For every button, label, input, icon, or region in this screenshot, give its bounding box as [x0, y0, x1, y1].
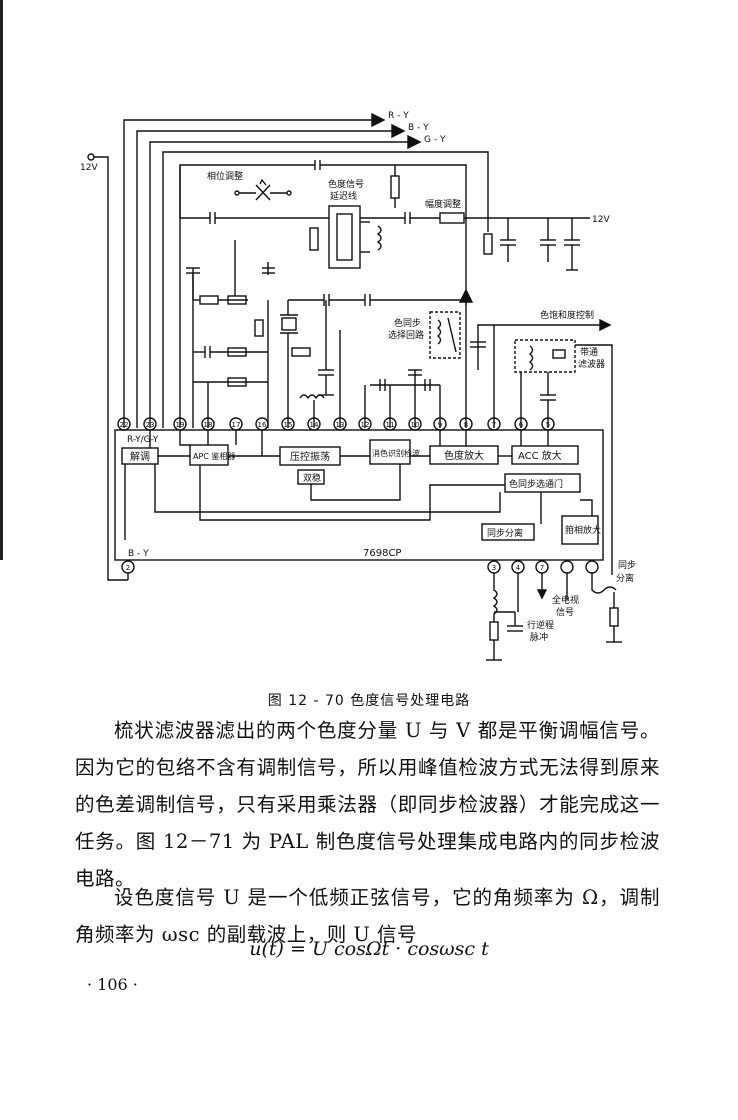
ic-pin-number: 5 — [546, 421, 550, 429]
ic-bottom-pins — [121, 560, 599, 574]
ic-by-label: B - Y — [128, 549, 149, 559]
block-clamp-amp: 箝相放大 — [565, 524, 601, 536]
delay-line-label-1: 色度信号 — [328, 178, 364, 190]
supply-left-label: 12V — [80, 163, 98, 173]
ic-pin-number: 23 — [146, 421, 155, 429]
bandpass-label-2: 滤波器 — [578, 358, 605, 370]
figure-caption: 图 12 - 70 色度信号处理电路 — [267, 693, 471, 709]
burst-loop-label-1: 色同步 — [394, 317, 421, 329]
scan-margin-edge — [0, 0, 3, 560]
ic-pin-number: 3 — [492, 564, 496, 572]
block-sync-sep: 同步分离 — [487, 527, 523, 539]
ic-pin-number: 4 — [516, 564, 521, 572]
ic-pin-number: 6 — [519, 421, 524, 429]
output-arrows — [123, 112, 422, 428]
ic-pin-number: 17 — [232, 421, 241, 429]
page-number: · 106 · — [87, 975, 138, 994]
ic-part-number: 7698CP — [363, 548, 401, 559]
hpulse-label-2: 脉冲 — [530, 631, 548, 643]
bandpass-label-1: 带通 — [580, 347, 598, 358]
phase-adjust-label: 相位调整 — [207, 170, 243, 182]
sync-sep-label-2: 分离 — [616, 572, 634, 584]
chroma-circuit-diagram: R - Y B - Y G - Y 12V 相位调整 色度信号 延迟线 — [80, 111, 636, 661]
paragraph-1: 梳状滤波器滤出的两个色度分量 U 与 V 都是平衡调幅信号。因为它的包络不含有调… — [75, 719, 660, 890]
ic-pin-number: 7 — [540, 564, 544, 572]
paragraph-2: 设色度信号 U 是一个低频正弦信号，它的角频率为 Ω，调制角频率为 ωsc 的副… — [75, 886, 660, 946]
ic-pin-number: 13 — [336, 421, 345, 429]
output-label-ry: R - Y — [388, 111, 409, 121]
ic-pin-number: 16 — [258, 421, 267, 429]
output-label-by: B - Y — [408, 123, 429, 133]
output-label-gy: G - Y — [424, 135, 446, 145]
ic-pin-number: 2 — [126, 564, 130, 572]
ic-pin-number: 14 — [310, 421, 319, 429]
block-vco: 压控振荡 — [290, 450, 330, 463]
block-burst-gate: 色同步选通门 — [509, 478, 563, 490]
ic-body — [114, 429, 604, 561]
ic-pin-number: 9 — [438, 421, 442, 429]
video-input-label-2: 信号 — [556, 606, 574, 618]
block-flipflop: 双稳 — [303, 472, 321, 484]
supply-right-label: 12V — [592, 215, 610, 225]
acc-control-label: 色饱和度控制 — [540, 309, 594, 321]
ic-pin-number: 11 — [386, 421, 395, 429]
block-killer: 消色识别检波 — [372, 448, 420, 458]
ic-pin-number: 19 — [176, 421, 185, 429]
ic-pin-number: 12 — [361, 421, 370, 429]
ic-pin-number: 8 — [464, 421, 468, 429]
ic-pin-number: 10 — [411, 421, 420, 429]
block-acc-amp: ACC 放大 — [518, 449, 562, 462]
amp-adjust-label: 幅度调整 — [425, 198, 461, 210]
ic-pin-number: 22 — [120, 421, 129, 429]
ic-pin-number: 15 — [284, 421, 293, 429]
ic-pin-number: 18 — [204, 421, 213, 429]
block-chroma-amp: 色度放大 — [444, 449, 484, 462]
block-apc: APC 鉴相器 — [193, 451, 235, 461]
ic-pin-number: 7 — [492, 421, 496, 429]
sync-sep-label-1: 同步 — [618, 560, 636, 571]
video-input-label-1: 全电视 — [552, 594, 579, 606]
hpulse-label-1: 行逆程 — [527, 619, 554, 631]
block-demod: 解调 — [130, 450, 150, 463]
burst-loop-label-2: 选择回路 — [388, 329, 424, 341]
formula: u(t) = U cosΩt · cosωsc t — [249, 938, 489, 960]
ic-matrix-label: R-Y/G-Y — [127, 435, 159, 445]
delay-line-label-2: 延迟线 — [330, 190, 357, 202]
